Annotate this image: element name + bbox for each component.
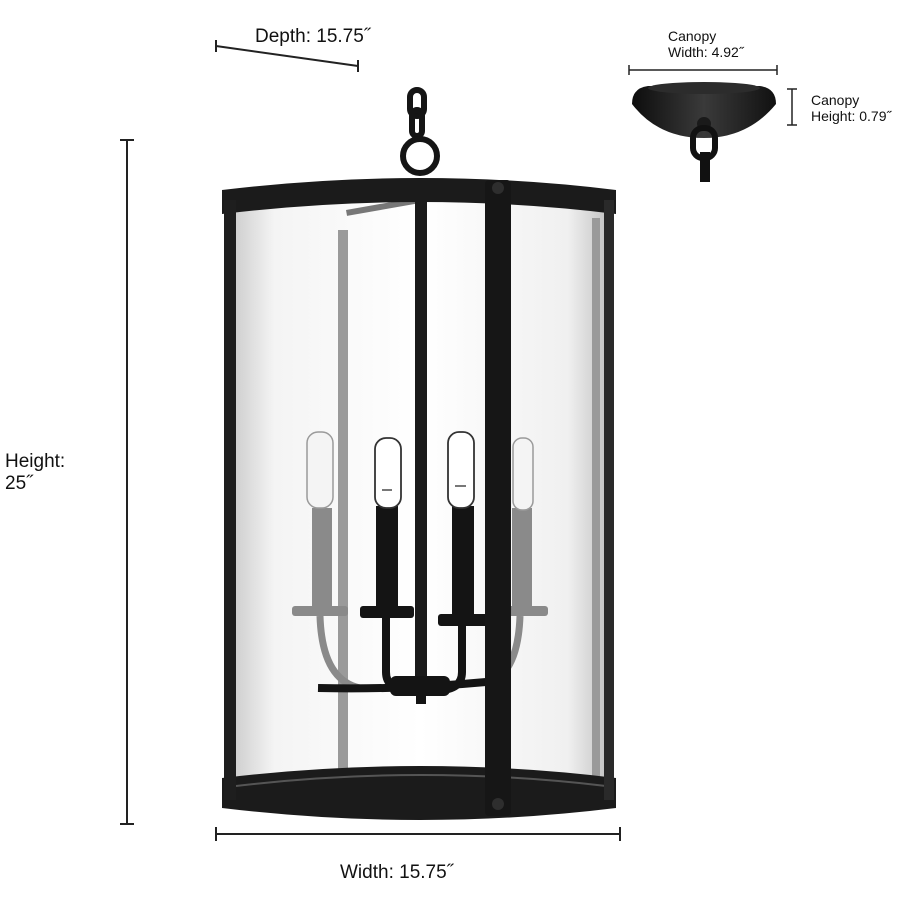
back-bulbs: [306, 431, 534, 511]
canopy-height-label-line1: Canopy: [811, 92, 860, 108]
width-label: Width: 15.75˝: [340, 862, 453, 883]
canopy-detail: [632, 82, 776, 182]
canopy-height-label: Canopy Height: 0.79˝: [811, 92, 891, 124]
depth-label: Depth: 15.75˝: [255, 26, 371, 47]
front-candles: [317, 506, 490, 704]
canopy-height-label-line2: Height: 0.79˝: [811, 108, 892, 124]
lantern-top-ring: [222, 178, 616, 214]
canopy-width-label-line2: Width: 4.92˝: [668, 44, 744, 60]
lantern-left-frame: [224, 200, 236, 800]
canopy-height-dimension-line: [787, 88, 797, 126]
width-dimension-line: [215, 827, 621, 841]
center-rod: [415, 200, 427, 680]
canopy-width-label-line1: Canopy: [668, 28, 717, 44]
depth-dimension-line: [215, 40, 359, 72]
lantern-bottom-ring: [222, 766, 616, 820]
canopy-width-dimension-line: [628, 65, 778, 75]
front-bulbs: [374, 431, 475, 509]
height-label-line2: 25˝: [5, 473, 33, 494]
hanging-chain: [400, 87, 440, 176]
front-strap: [485, 180, 511, 816]
height-label-line1: Height:: [5, 451, 66, 472]
height-dimension-line: [120, 139, 134, 825]
height-label: Height: 25˝: [5, 451, 65, 495]
lantern-right-frame: [604, 200, 614, 800]
canopy-width-label: Canopy Width: 4.92˝: [668, 28, 743, 60]
